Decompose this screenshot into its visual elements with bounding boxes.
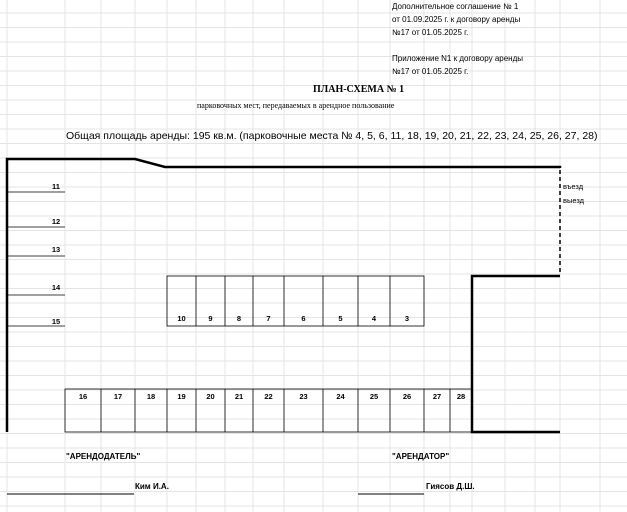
parking-space-6: 6 — [301, 314, 306, 323]
parking-space-9: 9 — [208, 314, 213, 323]
header-line-1: Дополнительное соглашение № 1 — [392, 2, 519, 11]
parking-space-7: 7 — [266, 314, 271, 323]
parking-space-11: 11 — [52, 182, 60, 191]
tenant-name: Гиясов Д.Ш. — [426, 482, 475, 491]
landlord-name: Ким И.А. — [135, 482, 169, 491]
parking-space-27: 27 — [432, 392, 442, 401]
page-subtitle: парковочных мест, передаваемых в арендно… — [197, 101, 395, 110]
parking-space-15: 15 — [51, 317, 61, 326]
parking-space-19: 19 — [177, 392, 186, 401]
parking-space-8: 8 — [236, 314, 242, 323]
parking-space-12: 12 — [51, 217, 61, 226]
header-line-6: №17 от 01.05.2025 г. — [392, 67, 469, 76]
parking-space-22: 22 — [264, 392, 273, 401]
parking-space-13: 13 — [51, 245, 61, 254]
parking-space-14: 14 — [51, 283, 61, 292]
parking-space-5: 5 — [338, 314, 343, 323]
parking-space-20: 20 — [206, 392, 215, 401]
parking-space-17: 17 — [113, 392, 123, 401]
parking-space-10: 10 — [177, 314, 186, 323]
parking-space-24: 24 — [336, 392, 345, 401]
parking-space-25: 25 — [369, 392, 379, 401]
landlord-label: "АРЕНДОДАТЕЛЬ" — [66, 452, 141, 461]
middle-spaces-block — [166, 275, 425, 327]
header-line-4 — [392, 39, 523, 52]
parking-space-4: 4 — [371, 314, 377, 323]
parking-space-3: 3 — [404, 314, 410, 323]
header-line-2: от 01.09.2025 г. к договору аренды — [392, 15, 521, 24]
header-line-3: №17 от 01.05.2025 г. — [392, 28, 469, 37]
plan-outer-wall — [5, 157, 562, 432]
parking-space-23: 23 — [299, 392, 308, 401]
exit-label: выезд — [563, 196, 585, 205]
left-spaces — [7, 191, 65, 327]
parking-space-16: 16 — [78, 392, 88, 401]
parking-space-21: 21 — [234, 392, 244, 401]
lease-area-text: Общая площадь аренды: 195 кв.м. (парково… — [66, 130, 598, 142]
header-line-5: Приложение N1 к договору аренды — [392, 54, 523, 63]
parking-space-26: 26 — [402, 392, 412, 401]
bottom-spaces-block — [64, 388, 473, 433]
page-title: ПЛАН-СХЕМА № 1 — [313, 84, 405, 95]
tenant-label: "АРЕНДАТОР" — [392, 452, 450, 461]
parking-space-28: 28 — [456, 392, 466, 401]
entry-label: въезд — [563, 182, 584, 191]
parking-space-18: 18 — [146, 392, 156, 401]
agreement-header: Дополнительное соглашение № 1 от 01.09.2… — [392, 0, 523, 78]
plan-right-wall — [470, 274, 560, 434]
